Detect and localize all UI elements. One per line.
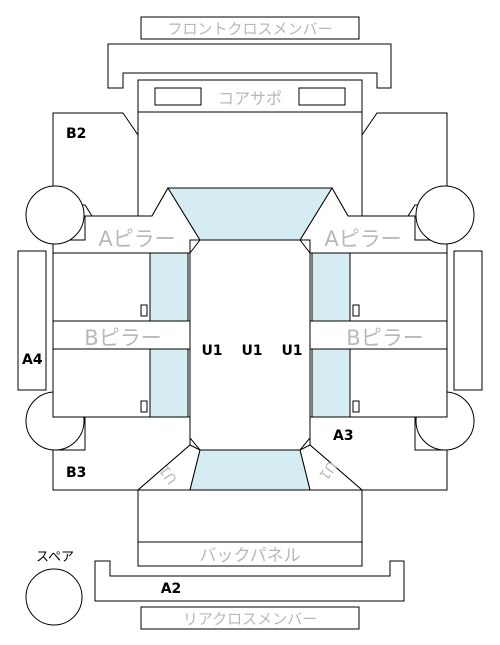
- front-door-right-handle: [352, 304, 360, 317]
- rear-door-left-handle: [140, 400, 148, 413]
- core-support-label: コアサポ: [218, 89, 282, 108]
- rear-cross-member-label: リアクロスメンバー: [183, 610, 317, 628]
- wheel-front-left[interactable]: [25, 185, 85, 245]
- rear-quarter-right[interactable]: [309, 416, 448, 491]
- rear-window[interactable]: [189, 449, 311, 491]
- core-support-left-slot: [154, 87, 202, 106]
- core-support[interactable]: [137, 79, 363, 113]
- trunk-lid[interactable]: [137, 489, 363, 543]
- b-pillar-left-label: Bピラー: [84, 326, 161, 350]
- side-sill-left[interactable]: [17, 250, 47, 391]
- spare-label: スペア: [36, 550, 74, 565]
- front-door-left-handle: [140, 304, 148, 317]
- rear-quarter-left[interactable]: [52, 416, 191, 491]
- back-panel-label: バックパネル: [199, 546, 300, 566]
- rear-bumper-bracket[interactable]: [94, 560, 405, 602]
- roof-u1-left: U1: [201, 343, 222, 359]
- rear-door-left-glass[interactable]: [149, 348, 189, 418]
- rear-door-right-handle: [352, 400, 360, 413]
- b-pillar-right-label: Bピラー: [346, 326, 423, 350]
- side-sill-right[interactable]: [453, 250, 483, 391]
- front-door-right-glass[interactable]: [311, 252, 351, 322]
- wheel-front-right[interactable]: [415, 185, 475, 245]
- b2-label: B2: [66, 126, 86, 142]
- b3-label: B3: [66, 465, 86, 481]
- back-panel[interactable]: [137, 541, 363, 567]
- spare-tire[interactable]: [25, 568, 83, 626]
- a-pillar-right-label: Aピラー: [324, 227, 401, 251]
- rear-cross-member-box[interactable]: [140, 606, 360, 630]
- rear-door-right-glass[interactable]: [311, 348, 351, 418]
- front-cross-member-box[interactable]: [140, 16, 360, 40]
- a-pillar-left-label: Aピラー: [98, 227, 175, 251]
- a3-label: A3: [333, 428, 354, 444]
- core-support-right-slot: [298, 87, 346, 106]
- roof-u1-right: U1: [281, 343, 302, 359]
- front-bumper-bracket[interactable]: [107, 43, 392, 89]
- front-door-left-glass[interactable]: [149, 252, 189, 322]
- front-cross-member-label: フロントクロスメンバー: [167, 20, 332, 38]
- roof-u1-center: U1: [241, 343, 262, 359]
- a2-label: A2: [161, 581, 182, 597]
- a4-label: A4: [22, 352, 43, 368]
